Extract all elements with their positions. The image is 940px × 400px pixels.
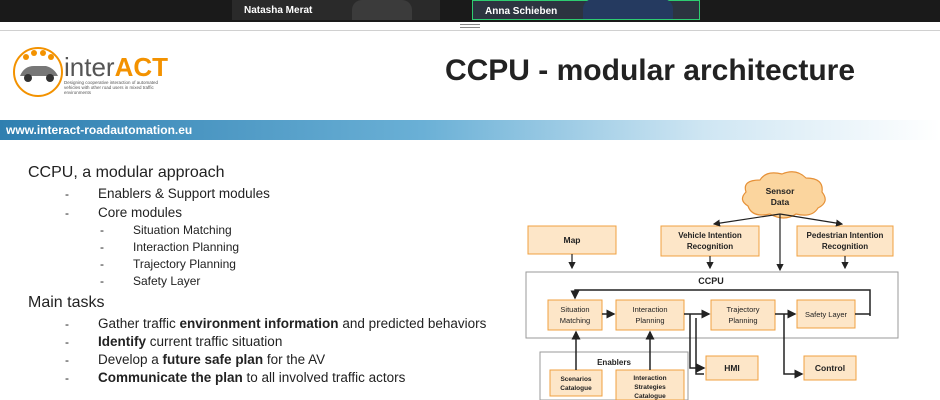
bullet-item: Communicate the plan to all involved tra… [98, 370, 406, 385]
participant-video [583, 0, 673, 19]
vehicle-intention-box: Vehicle Intention Recognition [660, 225, 760, 257]
interaction-strategies-box: Interaction Strategies Catalogue [615, 369, 685, 400]
scenarios-catalogue-box: Scenarios Catalogue [549, 369, 603, 397]
participant-tile-2[interactable]: Anna Schieben [472, 0, 700, 20]
logo-wordmark: interACT [64, 52, 169, 82]
hmi-box: HMI [705, 355, 759, 381]
bullet-dash: - [100, 274, 104, 288]
url-banner: www.interact-roadautomation.eu [0, 120, 940, 140]
participant-video [352, 0, 412, 20]
bullet-item: Enablers & Support modules [98, 186, 270, 201]
vehicle-intention-label-2: Recognition [687, 242, 733, 251]
enabler-connectors [571, 330, 655, 370]
bullet-item: Identify current traffic situation [98, 334, 283, 349]
bullet-dash: - [65, 206, 69, 220]
sub-bullet-item: Trajectory Planning [133, 257, 236, 271]
bullet-dash: - [100, 240, 104, 254]
safety-layer-label: Safety Layer [805, 310, 848, 319]
website-url: www.interact-roadautomation.eu [6, 123, 193, 137]
logo-tagline: Designing cooperative interaction of aut… [64, 80, 159, 95]
sensor-data-cloud: Sensor Data [741, 171, 826, 219]
strategies-label-3: Catalogue [634, 393, 666, 400]
control-label: Control [815, 363, 845, 373]
ccpu-label: CCPU [698, 276, 724, 286]
participant-tile-1[interactable]: Natasha Merat [232, 0, 440, 20]
interaction-planning-box: Interaction Planning [615, 299, 685, 331]
bullet-dash: - [100, 223, 104, 237]
resize-handle[interactable] [460, 22, 480, 30]
bullet-dash: - [65, 371, 69, 385]
pedestrian-intention-box: Pedestrian Intention Recognition [796, 225, 894, 257]
situation-matching-label-2: Matching [560, 316, 590, 325]
strategies-label-1: Interaction [633, 375, 666, 382]
bullet-item: Gather traffic environment information a… [98, 316, 487, 331]
trajectory-planning-label-2: Planning [728, 316, 757, 325]
bullet-item: Develop a future safe plan for the AV [98, 352, 326, 367]
sub-bullet-item: Situation Matching [133, 223, 232, 237]
bullet-dash: - [65, 187, 69, 201]
map-box: Map [527, 225, 617, 255]
sensor-label-2: Data [771, 197, 790, 207]
hmi-label: HMI [724, 363, 740, 373]
core-connectors [602, 309, 870, 379]
section-heading: CCPU, a modular approach [28, 164, 225, 181]
logo-car-icon [13, 47, 63, 97]
strategies-label-2: Strategies [634, 384, 666, 391]
map-label: Map [564, 235, 581, 245]
scenarios-label-1: Scenarios [560, 376, 591, 383]
participant-name: Anna Schieben [485, 6, 558, 17]
safety-layer-box: Safety Layer [796, 299, 856, 329]
sub-bullet-item: Interaction Planning [133, 240, 240, 254]
situation-matching-box: Situation Matching [547, 299, 603, 331]
interact-logo: interACT Designing cooperative interacti… [12, 44, 172, 100]
bullet-dash: - [65, 353, 69, 367]
video-call-strip: Natasha Merat Anna Schieben [0, 0, 940, 22]
participant-name: Natasha Merat [244, 5, 313, 16]
situation-matching-label-1: Situation [560, 305, 589, 314]
slide-title: CCPU - modular architecture [444, 54, 856, 87]
interaction-planning-label-2: Planning [635, 316, 664, 325]
trajectory-planning-label-1: Trajectory [726, 305, 759, 314]
bullet-dash: - [65, 317, 69, 331]
sensor-connectors [568, 213, 849, 272]
slide-divider [0, 30, 940, 31]
sensor-label-1: Sensor [766, 186, 796, 196]
sub-bullet-item: Safety Layer [133, 274, 201, 288]
bullet-dash: - [100, 257, 104, 271]
feedback-connector [570, 289, 871, 316]
enablers-label: Enablers [597, 358, 631, 367]
scenarios-label-2: Catalogue [560, 385, 592, 392]
control-box: Control [803, 355, 857, 381]
pedestrian-intention-label-2: Recognition [822, 242, 868, 251]
interaction-planning-label-1: Interaction [632, 305, 667, 314]
section-heading: Main tasks [28, 294, 105, 311]
pedestrian-intention-label-1: Pedestrian Intention [807, 231, 884, 240]
bullet-dash: - [65, 335, 69, 349]
bullet-item: Core modules [98, 205, 183, 220]
vehicle-intention-label-1: Vehicle Intention [678, 231, 742, 240]
trajectory-planning-box: Trajectory Planning [710, 299, 776, 331]
